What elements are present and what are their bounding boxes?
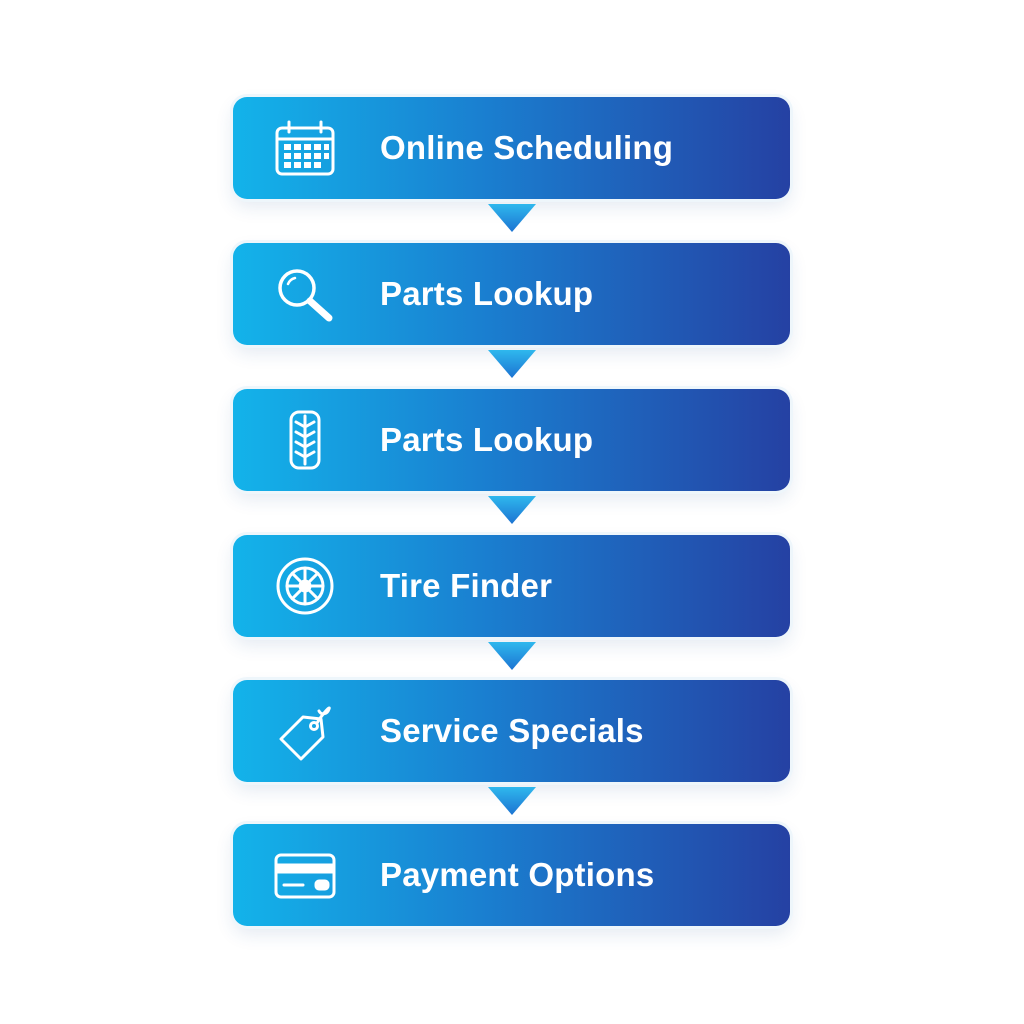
arrow-down-icon — [484, 638, 540, 672]
step-label: Tire Finder — [380, 567, 553, 604]
arrow-down-icon — [484, 200, 540, 234]
step-label: Payment Options — [380, 856, 655, 893]
step-label: Parts Lookup — [380, 421, 594, 458]
step-tire-finder[interactable]: Tire Finder — [233, 535, 790, 637]
arrow-down-icon — [484, 783, 540, 817]
step-label: Parts Lookup — [380, 275, 594, 312]
step-label: Online Scheduling — [380, 129, 674, 166]
price-tag-icon — [273, 701, 337, 761]
arrow-down-icon — [484, 346, 540, 380]
step-payment-options[interactable]: Payment Options — [233, 824, 790, 926]
credit-card-icon — [273, 845, 337, 905]
step-label: Service Specials — [380, 712, 644, 749]
tire-tread-icon — [273, 410, 337, 470]
step-service-specials[interactable]: Service Specials — [233, 680, 790, 782]
search-icon — [273, 264, 337, 324]
calendar-icon — [273, 118, 337, 178]
step-online-scheduling[interactable]: Online Scheduling — [233, 97, 790, 199]
step-parts-lookup[interactable]: Parts Lookup — [233, 243, 790, 345]
step-parts-lookup-tread[interactable]: Parts Lookup — [233, 389, 790, 491]
arrow-down-icon — [484, 492, 540, 526]
wheel-icon — [273, 556, 337, 616]
